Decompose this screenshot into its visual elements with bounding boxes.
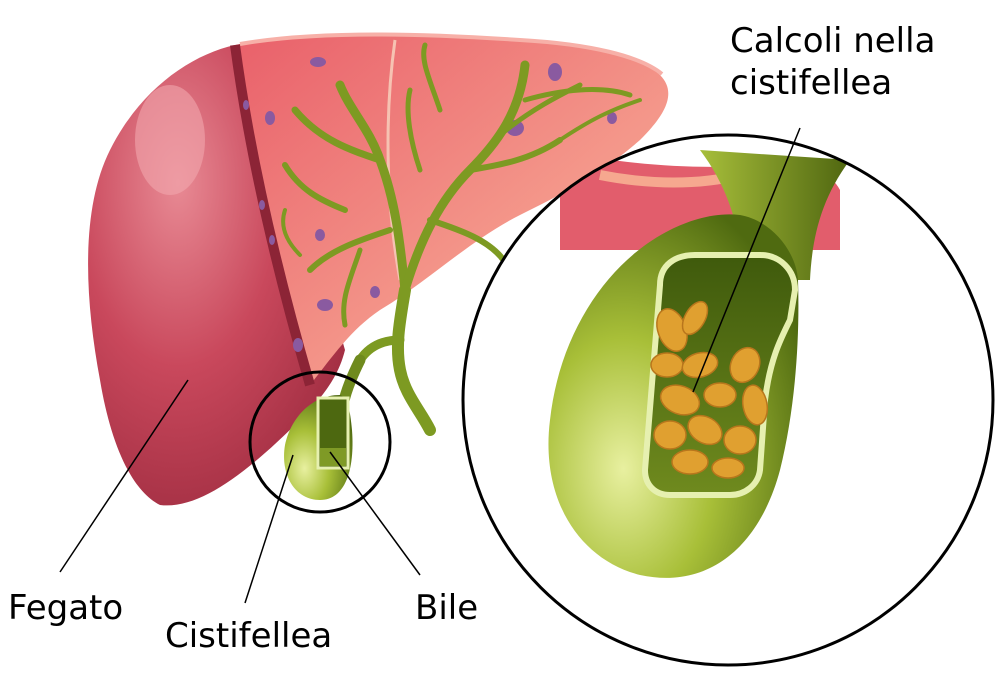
label-calcoli-line2: cistifellea: [730, 63, 893, 103]
label-fegato: Fegato: [8, 588, 124, 628]
gallstones: [650, 300, 769, 479]
label-calcoli-line1: Calcoli nella: [730, 21, 936, 61]
label-bile: Bile: [415, 588, 479, 628]
leader-fegato: [59, 379, 189, 573]
label-cistifellea: Cistifellea: [165, 616, 333, 656]
liver: [88, 32, 669, 506]
leader-bile: [329, 451, 421, 576]
leader-lines: [59, 127, 801, 604]
gallbladder-small: [284, 354, 366, 500]
label-calcoli-nella-cistifellea: Calcoli nella cistifellea: [730, 20, 935, 104]
magnified-view: [461, 133, 995, 667]
leader-calcoli: [692, 127, 801, 393]
leader-cistifellea: [244, 454, 294, 604]
small-zoom-circle: [248, 370, 392, 514]
